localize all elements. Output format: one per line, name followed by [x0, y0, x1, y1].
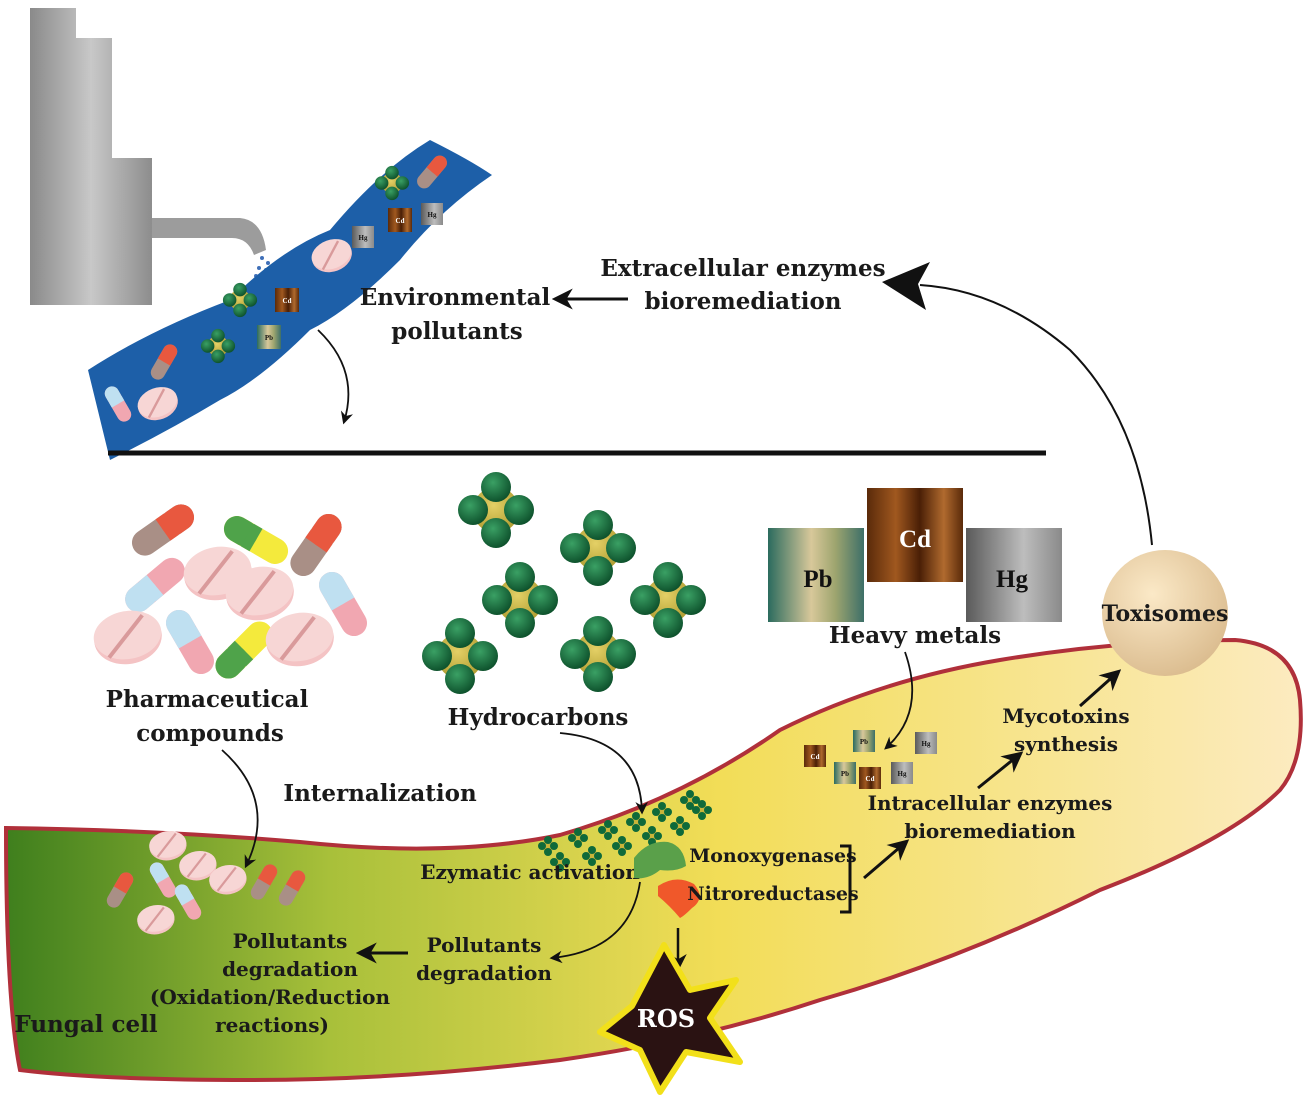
svg-text:Hg: Hg: [922, 740, 931, 748]
intracellular-enzymes-label: Intracellular enzymes bioremediation: [868, 791, 1113, 843]
intracellular-to-mycotoxins-arrow: [977, 751, 1024, 790]
internalization-label: Internalization: [283, 780, 477, 807]
factory-icon: [30, 8, 275, 305]
river-pb-block: Pb: [257, 325, 281, 349]
fungal-cell-label: Fungal cell: [14, 1011, 157, 1038]
pharmaceutical-compounds-cluster: [87, 499, 372, 684]
svg-text:Hg: Hg: [898, 770, 907, 778]
svg-text:(Oxidation/Reduction: (Oxidation/Reduction: [150, 985, 391, 1009]
enzyme-list: Monoxygenases Nitroreductases: [687, 844, 859, 914]
svg-text:degradation: degradation: [416, 961, 552, 985]
river-cd-block: Cd: [388, 208, 412, 232]
svg-text:Hg: Hg: [996, 566, 1028, 593]
nitroreductase-enzyme-icon: [658, 879, 700, 918]
pharmaceutical-internalization-arrow: [221, 749, 259, 869]
svg-text:Environmental: Environmental: [360, 284, 551, 311]
hydrocarbons-label: Hydrocarbons: [448, 704, 629, 731]
svg-text:bioremediation: bioremediation: [644, 288, 841, 315]
svg-text:Monoxygenases: Monoxygenases: [689, 845, 857, 867]
heavy-metals-cluster: Pb Cd Hg: [768, 488, 1062, 622]
svg-text:degradation: degradation: [222, 957, 358, 981]
svg-text:reactions): reactions): [215, 1013, 329, 1037]
svg-text:synthesis: synthesis: [1014, 732, 1118, 756]
svg-text:Cd: Cd: [866, 775, 875, 783]
enzymes-to-intracellular-arrow: [863, 839, 910, 880]
river-cd-block-2: Cd: [275, 288, 299, 312]
svg-text:Nitroreductases: Nitroreductases: [687, 883, 858, 905]
river-to-divider-arrow: [317, 329, 353, 425]
ros-star-icon: ROS: [597, 942, 743, 1095]
mycotoxins-to-toxisomes-arrow: [1078, 669, 1122, 708]
river-hg-block: Hg: [421, 203, 443, 225]
toxisomes-label: Toxisomes: [1102, 601, 1229, 627]
svg-text:Cd: Cd: [283, 297, 292, 305]
environmental-pollutants-label: Environmental pollutants: [360, 284, 551, 345]
toxisomes-to-extracellular-arrow: [919, 284, 1153, 546]
svg-text:Pb: Pb: [860, 738, 868, 746]
pb-block: Pb: [768, 528, 864, 622]
pollutants-degradation-left-label: Pollutants degradation (Oxidation/Reduct…: [150, 929, 391, 1037]
polluted-river: Cd Hg Hg Cd Pb: [88, 140, 492, 460]
river-hg-block-2: Hg: [352, 226, 374, 248]
svg-text:Cd: Cd: [899, 526, 931, 553]
monoxygenase-enzyme-icon: [634, 841, 686, 879]
pharmaceutical-compounds-label: Pharmaceutical compounds: [106, 686, 309, 747]
enzymatic-activation-label: Ezymatic activation: [420, 860, 640, 884]
svg-text:Pollutants: Pollutants: [427, 933, 542, 957]
extracellular-arrowhead-icon: [882, 262, 930, 310]
svg-text:Pollutants: Pollutants: [233, 929, 348, 953]
svg-text:Hg: Hg: [359, 234, 368, 242]
svg-text:Pb: Pb: [265, 334, 273, 342]
extracellular-enzymes-label: Extracellular enzymes bioremediation: [600, 255, 885, 315]
svg-text:Pb: Pb: [841, 770, 849, 778]
toxisome-vesicle: [1102, 550, 1228, 676]
metal-internalization-arrow: [884, 651, 914, 750]
svg-text:Hg: Hg: [428, 211, 437, 219]
svg-text:Cd: Cd: [396, 217, 405, 225]
hydrocarbon-internalization-arrow: [559, 732, 649, 815]
activation-to-degradation-arrow: [549, 881, 641, 964]
hg-block: Hg: [966, 528, 1062, 622]
svg-text:Intracellular enzymes: Intracellular enzymes: [868, 791, 1113, 815]
svg-text:Extracellular enzymes: Extracellular enzymes: [600, 255, 885, 282]
cd-block: Cd: [867, 488, 963, 582]
ros-label: ROS: [637, 1004, 695, 1033]
internalized-metals: Cd Pb Pb Cd Hg Hg: [804, 730, 937, 789]
svg-text:compounds: compounds: [136, 720, 284, 747]
svg-text:Cd: Cd: [811, 753, 820, 761]
svg-text:Pharmaceutical: Pharmaceutical: [106, 686, 309, 713]
hydrocarbons-cluster: [422, 472, 706, 694]
pollutants-degradation-center-label: Pollutants degradation: [416, 933, 552, 985]
svg-text:Pb: Pb: [803, 566, 832, 593]
svg-text:bioremediation: bioremediation: [904, 819, 1076, 843]
svg-text:Mycotoxins: Mycotoxins: [1002, 704, 1129, 728]
mycotoxins-synthesis-label: Mycotoxins synthesis: [1002, 704, 1129, 756]
heavy-metals-label: Heavy metals: [829, 622, 1001, 649]
svg-text:pollutants: pollutants: [391, 318, 522, 345]
